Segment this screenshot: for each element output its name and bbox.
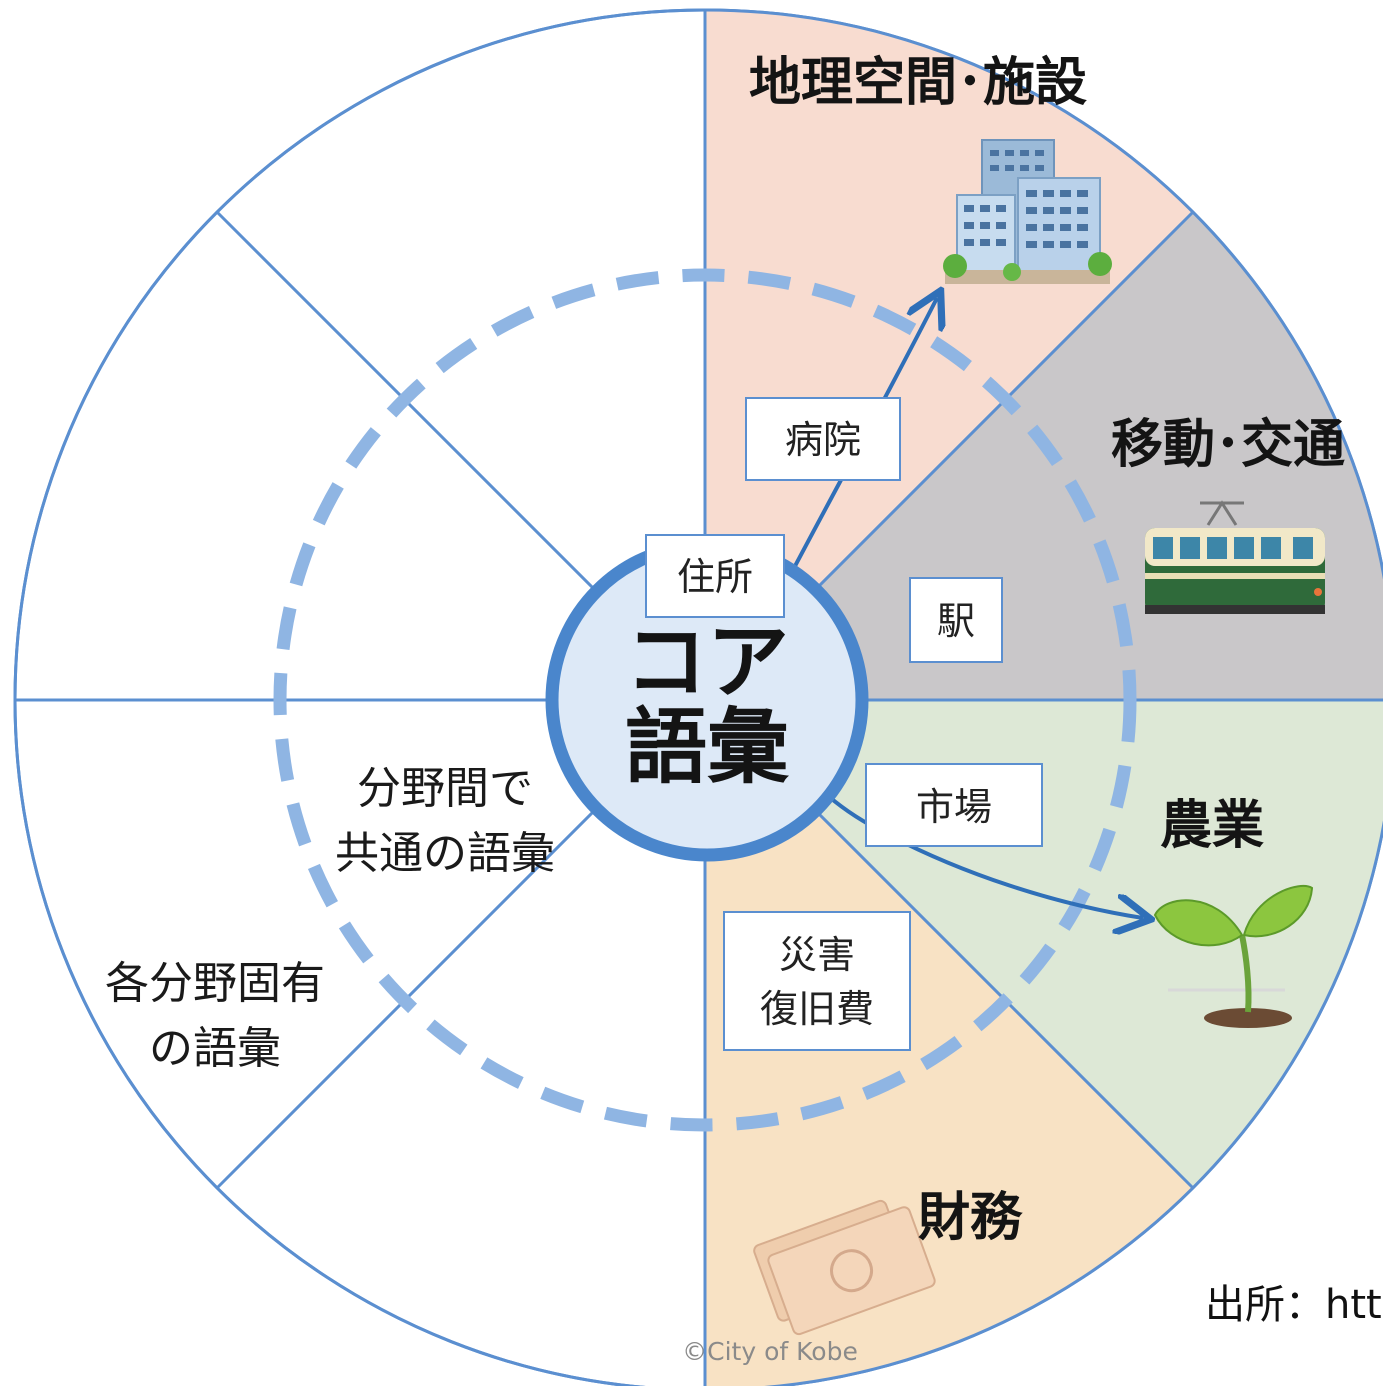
label-hospital-text: 病院 — [785, 418, 861, 462]
annotation-specific-line1: 各分野固有 — [105, 958, 325, 1009]
sector-title-transport: 移動･交通 — [1111, 415, 1345, 475]
label-disaster-line1: 災害 — [779, 933, 855, 977]
sector-title-finance: 財務 — [918, 1188, 1023, 1248]
tram-icon — [1145, 500, 1325, 614]
source-label: 出所：htt — [1205, 1282, 1382, 1328]
label-disaster-line2: 復旧費 — [760, 987, 874, 1031]
buildings-icon — [943, 139, 1112, 284]
label-address-text: 住所 — [677, 555, 753, 599]
core-title-line2: 語彙 — [625, 700, 790, 795]
copyright-text: ©City of Kobe — [682, 1337, 858, 1366]
label-market-text: 市場 — [916, 785, 992, 829]
outer-circle-border — [13, 8, 1383, 1386]
seedling-icon — [1153, 884, 1314, 1028]
annotation-specific-line2: の語彙 — [149, 1023, 281, 1074]
sector-title-agriculture: 農業 — [1160, 796, 1264, 856]
label-address: 住所 — [645, 534, 785, 618]
sector-title-geo: 地理空間･施設 — [749, 53, 1087, 113]
shared-vocabulary-ring — [273, 268, 1137, 1132]
label-hospital: 病院 — [745, 397, 901, 481]
label-station: 駅 — [909, 577, 1003, 663]
label-disaster-recovery-cost: 災害 復旧費 — [723, 911, 911, 1051]
annotation-common-line2: 共通の語彙 — [335, 828, 555, 879]
annotation-common-line1: 分野間で — [357, 763, 533, 814]
core-title-line1: コア — [625, 615, 789, 710]
money-icon — [753, 1199, 936, 1336]
label-station-text: 駅 — [937, 599, 975, 643]
label-market: 市場 — [865, 763, 1043, 847]
